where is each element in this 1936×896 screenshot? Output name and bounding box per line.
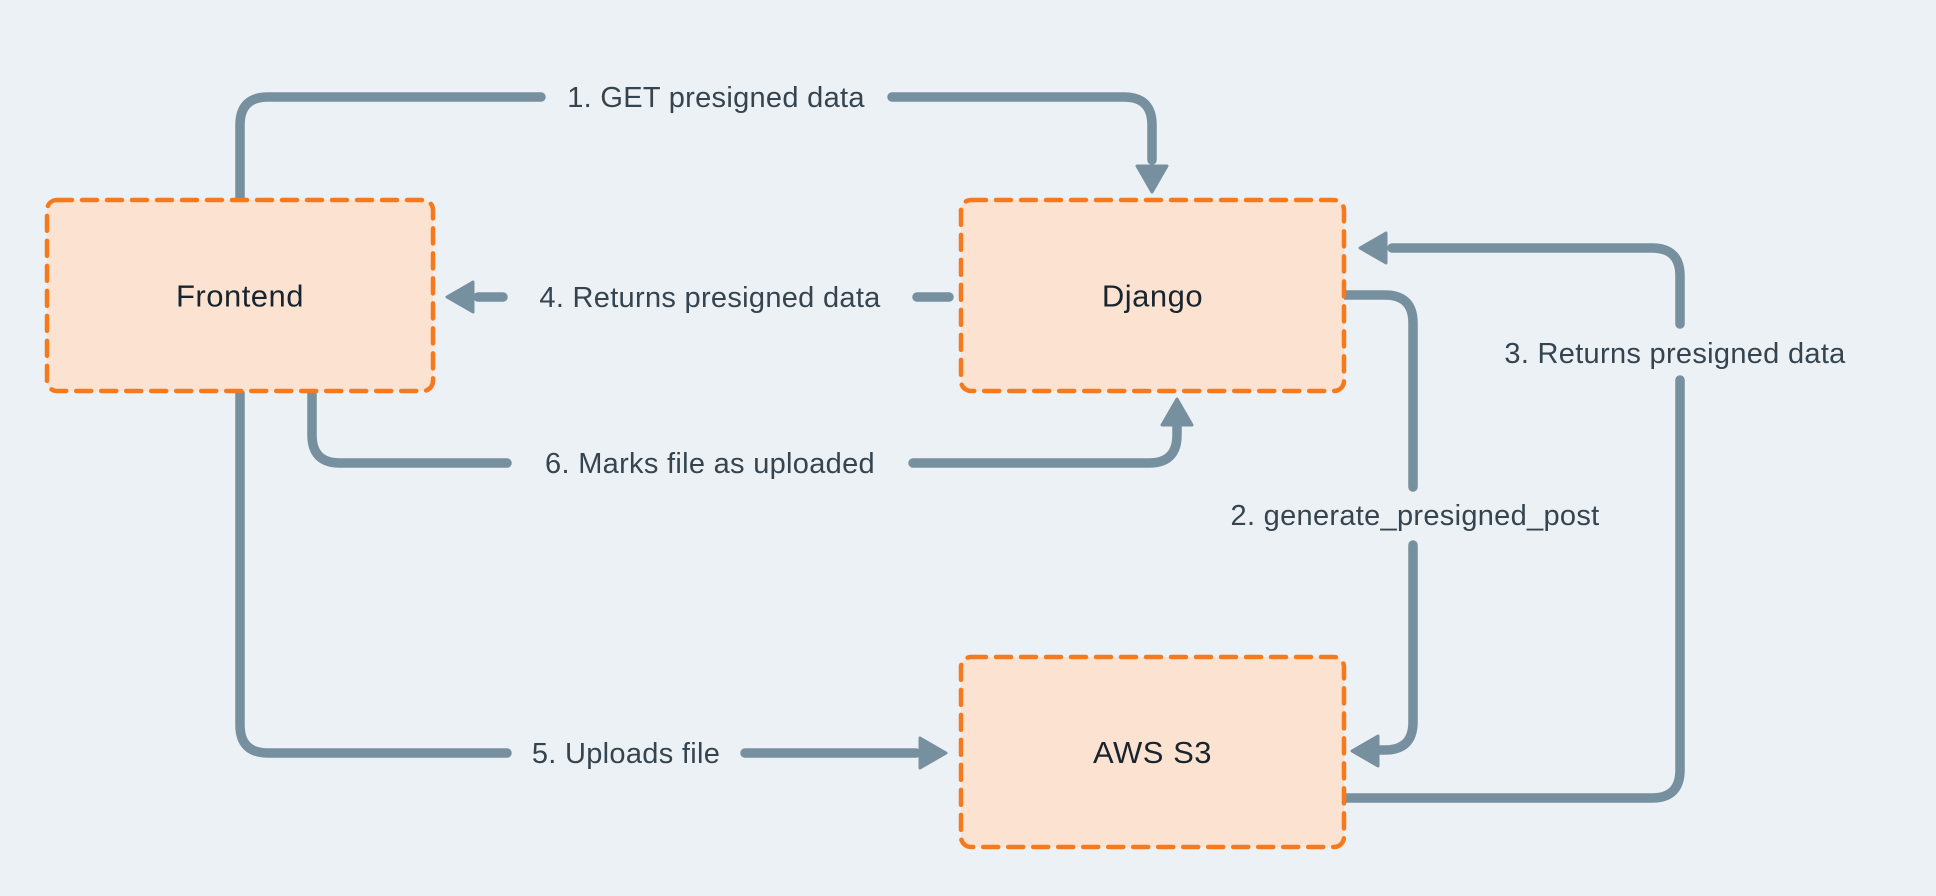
node-aws-s3-box (958, 654, 1347, 850)
edge-step-2-generate-presigned-post-line (1339, 290, 1418, 492)
edge-step-5-uploads-file-line (235, 388, 512, 758)
arrowhead-icon (1135, 164, 1169, 194)
node-frontend: Frontend (44, 197, 436, 394)
edge-step-3-returns-presigned-data (1339, 231, 1685, 803)
arrowhead-icon (918, 736, 948, 770)
edge-step-6-marks-file-as-uploaded (307, 388, 1194, 468)
edge-step-1-get-presigned-data-line (887, 92, 1157, 165)
edge-label-step-1: 1. GET presigned data (567, 82, 865, 114)
arrowhead-icon (1358, 231, 1388, 265)
edge-step-6-marks-file-as-uploaded-line (307, 388, 512, 468)
arrowhead-icon (445, 280, 475, 314)
arrowhead-icon (1350, 734, 1380, 768)
edge-step-6-marks-file-as-uploaded-line (908, 421, 1182, 468)
edge-label-step-5: 5. Uploads file (532, 738, 720, 770)
node-django-label: Django (1102, 279, 1203, 314)
edge-step-2-generate-presigned-post-line (1373, 540, 1418, 755)
edge-step-3-returns-presigned-data-line (1387, 243, 1685, 329)
arrowhead-icon (1160, 397, 1194, 427)
edge-step-5-uploads-file (235, 388, 948, 770)
edge-step-2-generate-presigned-post (1339, 290, 1418, 768)
edge-label-step-3: 3. Returns presigned data (1504, 338, 1846, 370)
edge-step-4-returns-presigned-data (445, 280, 954, 314)
node-aws-s3: AWS S3 (958, 654, 1347, 850)
edge-label-step-4: 4. Returns presigned data (539, 282, 881, 314)
node-frontend-label: Frontend (176, 279, 304, 314)
node-django-box (958, 197, 1347, 394)
node-django: Django (958, 197, 1347, 394)
edge-step-1-get-presigned-data-line (235, 92, 546, 204)
node-frontend-box (44, 197, 436, 394)
edge-step-1-get-presigned-data (235, 92, 1169, 204)
node-aws-s3-label: AWS S3 (1093, 735, 1212, 770)
edge-label-step-2: 2. generate_presigned_post (1231, 500, 1600, 532)
edge-step-3-returns-presigned-data-line (1339, 375, 1685, 803)
edge-label-step-6: 6. Marks file as uploaded (545, 448, 875, 480)
